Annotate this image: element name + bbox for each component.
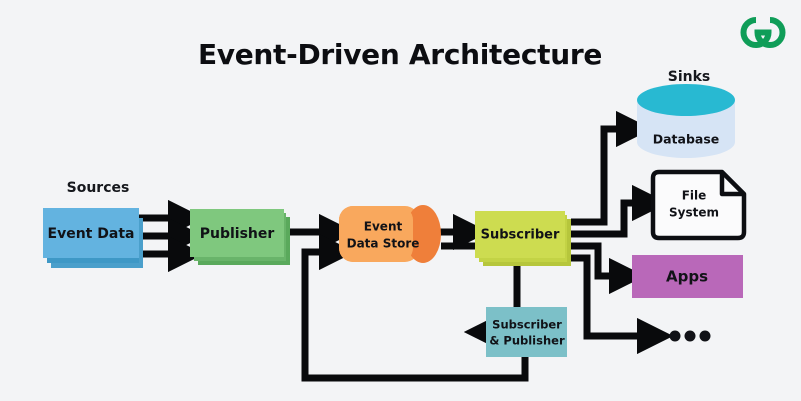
edge-subscriber-filesystem (571, 184, 669, 238)
file-system-label-line2: System (669, 206, 719, 220)
node-database[interactable]: Database (637, 84, 735, 158)
file-system-label-line1: File (682, 189, 707, 203)
store-end-cap (405, 205, 441, 263)
node-publisher[interactable]: Publisher (190, 209, 290, 265)
node-subscriber[interactable]: Subscriber (475, 211, 571, 266)
apps-box (632, 255, 743, 298)
ellipsis-dot-1 (669, 330, 681, 342)
logo-right-g (754, 17, 786, 48)
store-body-overlay (339, 206, 413, 262)
store-label-line1: Event (364, 220, 403, 234)
node-subscriber-publisher[interactable]: Subscriber & Publisher (486, 307, 567, 357)
logo-left-g (740, 17, 772, 48)
edge-subscriber-more (571, 254, 674, 355)
apps-label: Apps (666, 268, 708, 286)
subpub-label-line1: Subscriber (492, 318, 562, 332)
edge-subscriber-database (571, 110, 653, 226)
ellipsis-dot-3 (699, 330, 711, 342)
edge-feedback-loop-to-store (301, 233, 529, 382)
page-title: Event-Driven Architecture (198, 38, 602, 71)
database-top (637, 84, 735, 116)
more-sinks-ellipsis (669, 330, 711, 342)
node-event-data[interactable]: Event Data (43, 208, 143, 268)
geeksforgeeks-logo-icon[interactable] (740, 17, 786, 48)
publisher-card-front (190, 209, 284, 257)
store-label-line2: Data Store (347, 237, 420, 251)
node-apps[interactable]: Apps (632, 255, 743, 298)
node-file-system[interactable]: File System (650, 169, 747, 241)
database-body (637, 100, 735, 158)
subscriber-label: Subscriber (481, 228, 560, 243)
sources-label: Sources (67, 180, 130, 196)
subpub-label-line2: & Publisher (489, 334, 565, 348)
sinks-label: Sinks (668, 69, 711, 85)
file-system-fold-corner-icon (719, 172, 744, 197)
event-data-label: Event Data (48, 226, 135, 242)
subpub-box (486, 307, 567, 357)
ellipsis-dot-2 (684, 330, 696, 342)
event-data-card-front (43, 208, 139, 258)
database-label: Database (653, 132, 720, 147)
node-event-data-store[interactable]: Event Data Store (339, 205, 441, 263)
subscriber-card-front (475, 211, 565, 258)
edge-subscriber-apps (571, 242, 646, 295)
publisher-label: Publisher (200, 226, 275, 242)
